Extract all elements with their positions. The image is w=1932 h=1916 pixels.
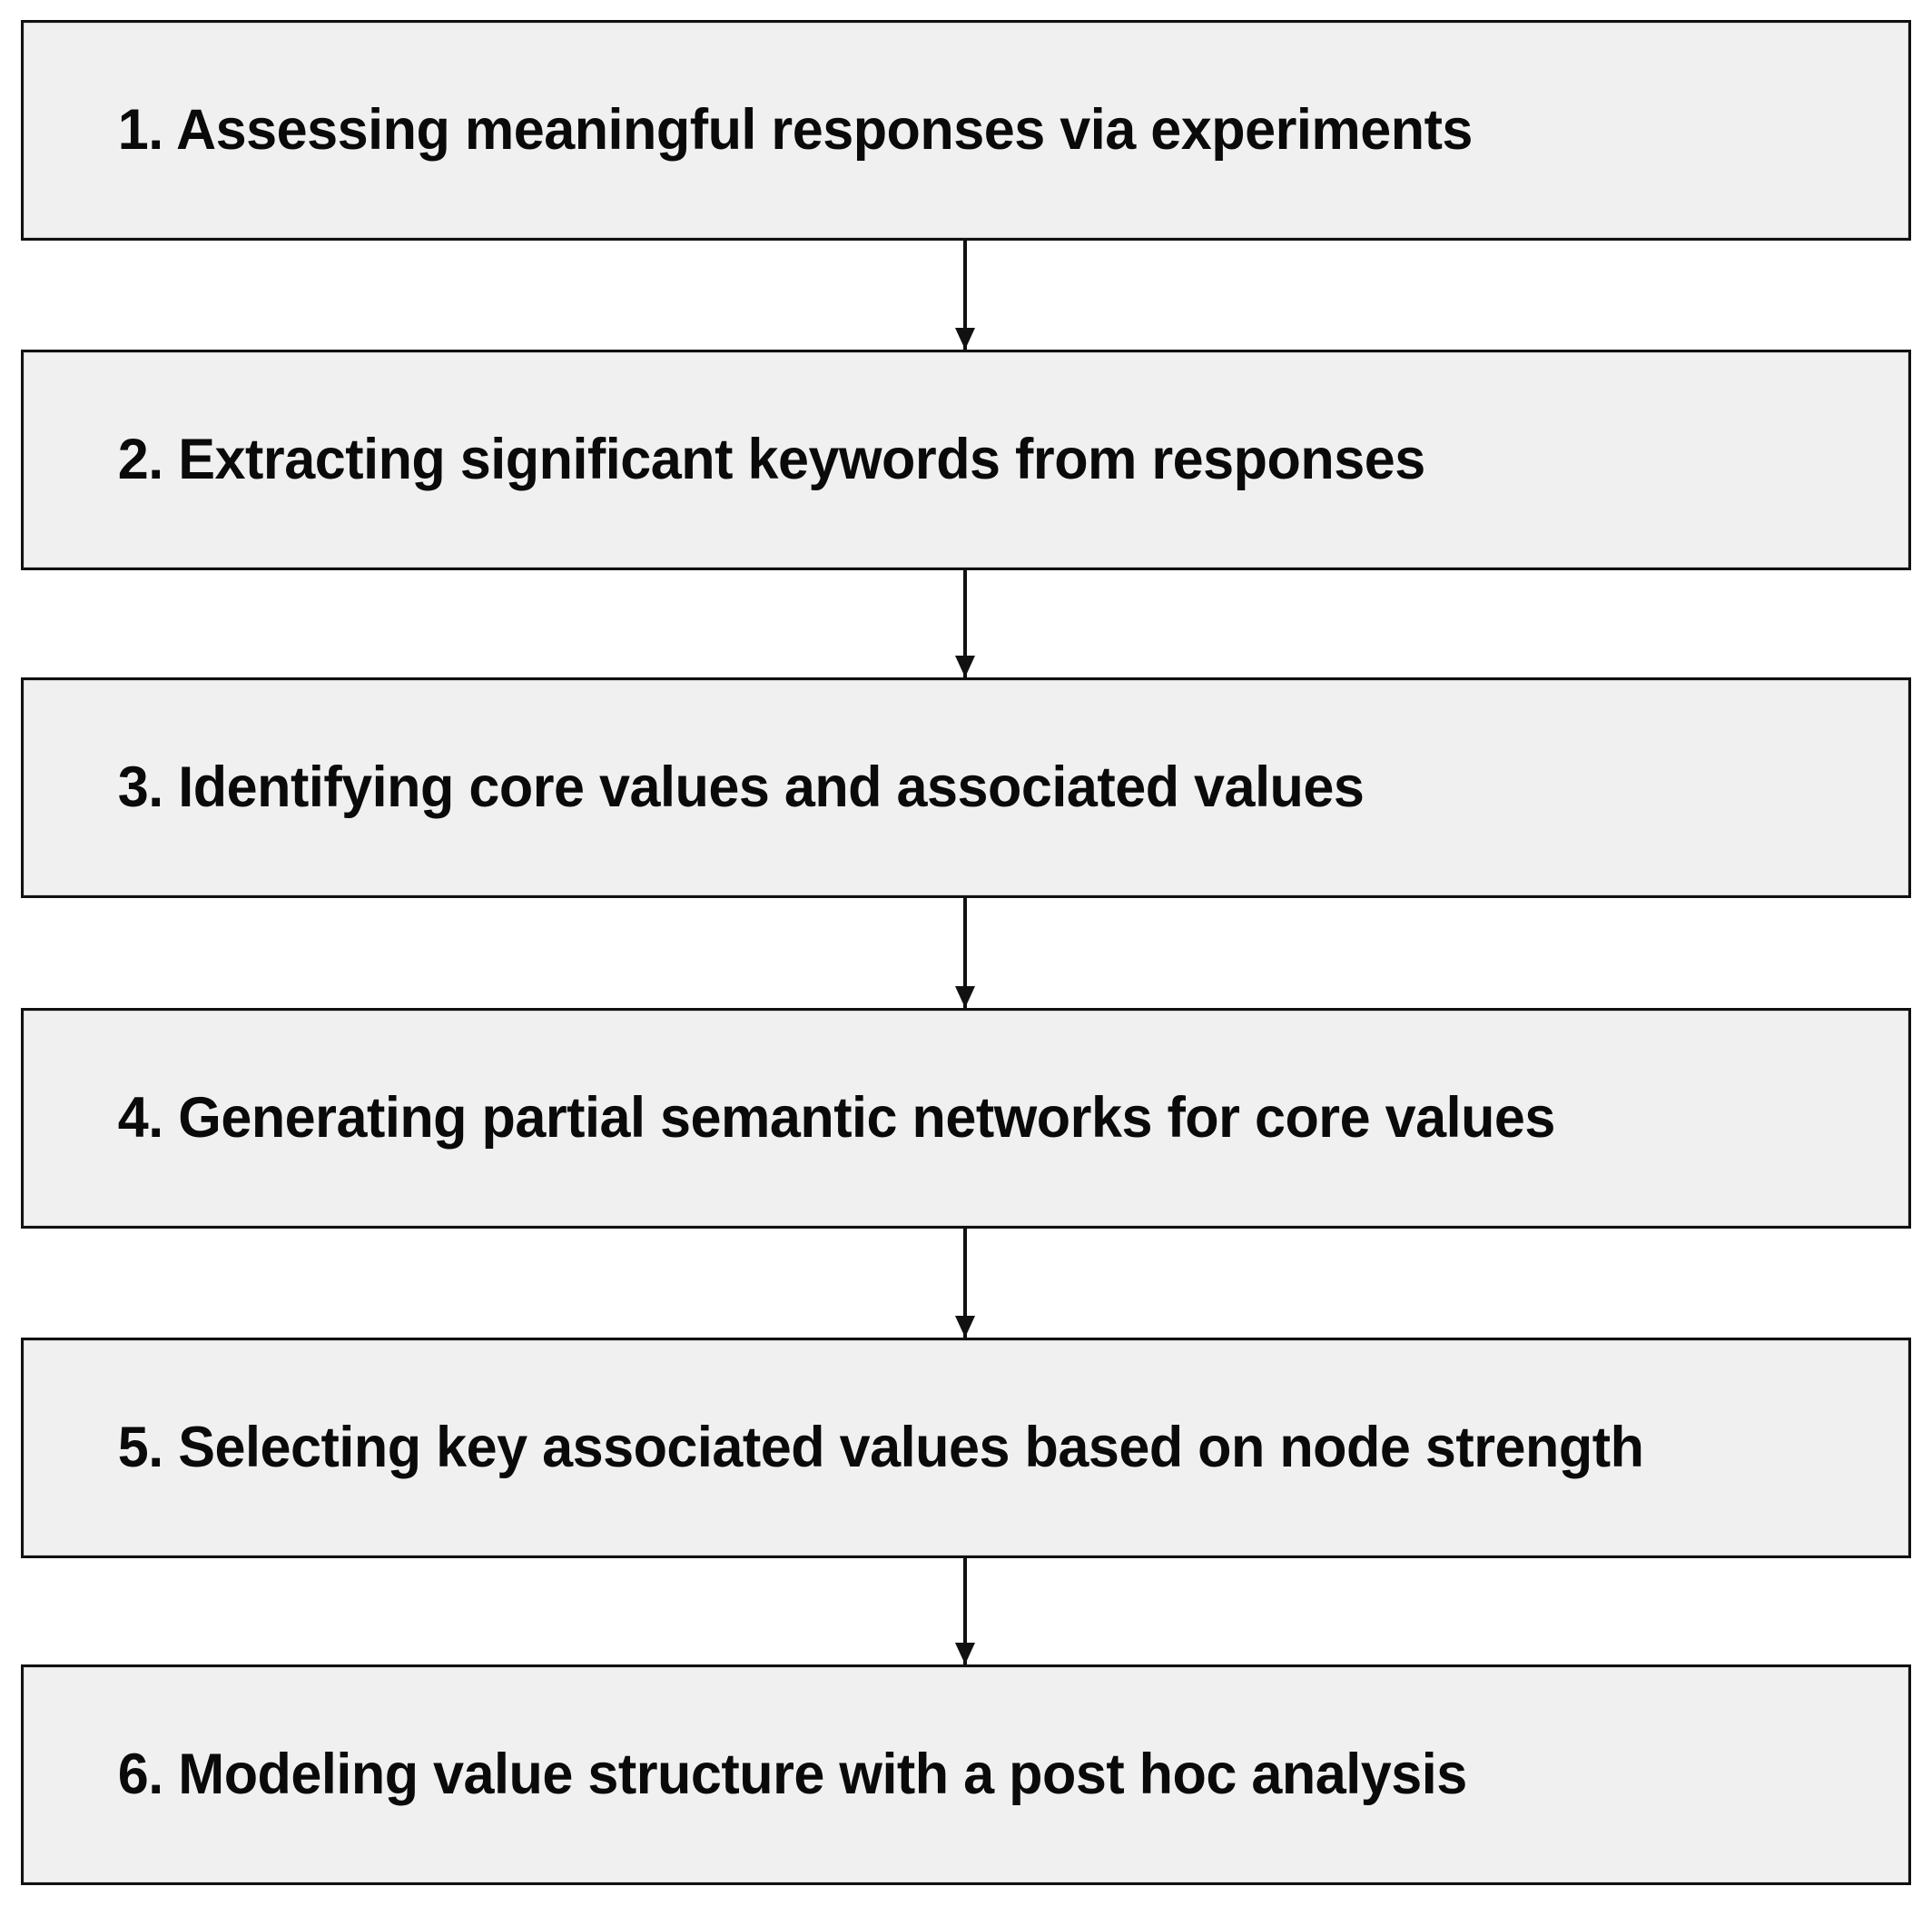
flow-step-6-label: 6. Modeling value structure with a post … [117,1743,1467,1807]
flow-step-4: 4. Generating partial semantic networks … [21,1008,1911,1229]
arrow-head-icon [955,986,975,1008]
arrow-head-icon [955,1643,975,1664]
flow-arrow-3-to-4 [955,898,975,1008]
arrow-shaft [963,1558,967,1664]
arrow-head-icon [955,1316,975,1338]
flow-step-4-label: 4. Generating partial semantic networks … [117,1086,1556,1151]
flow-step-1: 1. Assessing meaningful responses via ex… [21,20,1911,241]
flow-arrow-5-to-6 [955,1558,975,1664]
flow-step-3-label: 3. Identifying core values and associate… [117,756,1365,820]
flow-step-5: 5. Selecting key associated values based… [21,1338,1911,1558]
arrow-shaft [963,241,967,350]
flow-step-1-label: 1. Assessing meaningful responses via ex… [117,98,1474,163]
flow-arrow-2-to-3 [955,570,975,677]
arrow-head-icon [955,328,975,350]
flow-step-3: 3. Identifying core values and associate… [21,677,1911,898]
flow-step-2-label: 2. Extracting significant keywords from … [117,428,1425,492]
flow-step-6: 6. Modeling value structure with a post … [21,1664,1911,1885]
flow-arrow-4-to-5 [955,1229,975,1338]
arrow-shaft [963,1229,967,1338]
flow-step-2: 2. Extracting significant keywords from … [21,350,1911,570]
flow-arrow-1-to-2 [955,241,975,350]
arrow-shaft [963,570,967,677]
arrow-shaft [963,898,967,1008]
flow-step-5-label: 5. Selecting key associated values based… [117,1416,1644,1480]
arrow-head-icon [955,656,975,677]
